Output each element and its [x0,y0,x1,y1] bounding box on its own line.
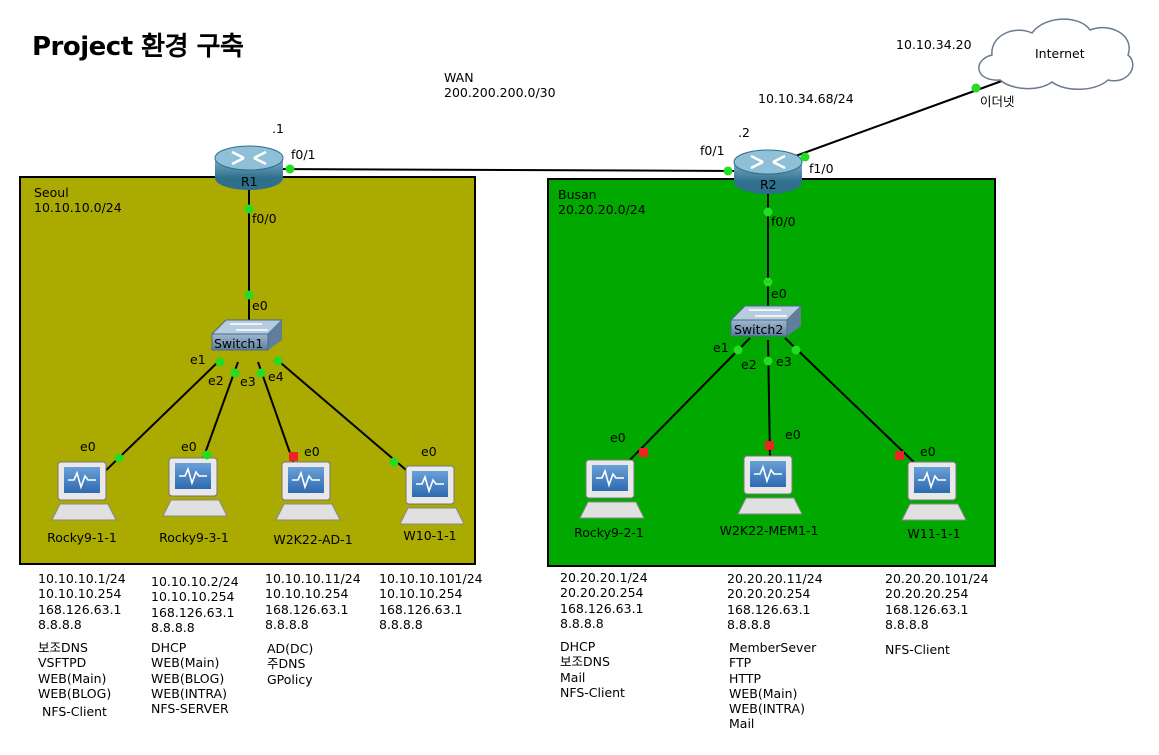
r2-lan-dot [763,207,773,217]
sw1-e4-dot [273,356,283,366]
mem-roles: MemberSever FTP HTTP WEB(Main) WEB(INTRA… [729,640,817,732]
sw2-port-e1: e1 [713,340,729,355]
rocky911-name: Rocky9-1-1 [47,530,117,545]
ad-name: W2K22-AD-1 [273,532,353,547]
sw1-e3-dot [256,368,266,378]
r1-wan-dot [285,164,295,174]
link-down-markers [289,441,904,461]
rocky921-port: e0 [610,430,626,445]
w10-e0-dot [389,457,399,467]
router-r2-icon[interactable] [733,149,803,194]
rocky911-port: e0 [80,439,96,454]
sw1-w10-link [274,357,413,476]
switch1-name[interactable]: Switch1 [214,336,264,351]
rocky921-roles: DHCP 보조DNS Mail NFS-Client [560,639,625,700]
busan-network: 20.20.20.0/24 [558,202,646,217]
rocky931-roles: DHCP WEB(Main) WEB(BLOG) WEB(INTRA) NFS-… [151,640,229,717]
sw1-uplink: e0 [252,298,268,313]
sw2-e3-dot [791,345,801,355]
r2-inet-if: f1/0 [809,161,834,176]
r2-lan-if: f0/0 [771,214,796,229]
rocky911-ip-info: 10.10.10.1/24 10.10.10.254 168.126.63.1 … [38,571,126,632]
w10-name: W10-1-1 [403,528,457,543]
internet-link-ip: 10.10.34.68/24 [758,91,854,106]
mem-ip-info: 20.20.20.11/24 20.20.20.254 168.126.63.1… [727,571,823,632]
link-up-markers [114,83,981,467]
w10-port: e0 [421,444,437,459]
sw1-port-e3: e3 [240,374,256,389]
pc-icon-rocky9-1-1[interactable] [51,461,117,521]
r2-name: R2 [760,177,777,192]
r1-name: R1 [241,174,258,189]
cloud-dot [971,83,981,93]
ad-e0-marker [289,452,298,461]
rocky911-roles: 보조DNS VSFTPD WEB(Main) WEB(BLOG) [38,640,112,701]
w11-port: e0 [920,444,936,459]
r2-host-id: .2 [738,125,750,140]
w11-e0-marker [895,451,904,460]
page-title: Project 환경 구축 [32,32,244,62]
pc-icon-w2k22-ad-1[interactable] [275,461,341,521]
r2-inet-dot [800,152,810,162]
r1-host-id: .1 [272,121,284,136]
sw2-port-e2: e2 [741,357,757,372]
pc-icon-rocky9-3-1[interactable] [162,457,228,517]
r1-wan-if: f0/1 [291,147,316,162]
rocky931-e0-dot [202,450,212,460]
sw2-e1-dot [733,345,743,355]
switch2-icon[interactable] [729,305,803,337]
ad-port: e0 [304,444,320,459]
w11-name: W11-1-1 [907,526,961,541]
pc-icon-w10-1-1[interactable] [399,465,465,525]
sw2-e2-dot [763,356,773,366]
switch1-icon[interactable] [210,319,284,351]
internet-label: Internet [1035,46,1085,61]
ad-roles: AD(DC) 주DNS GPolicy [267,641,314,687]
rocky921-name: Rocky9-2-1 [574,525,644,540]
rocky931-port: e0 [181,439,197,454]
sw1-port-e2: e2 [208,373,224,388]
sw1-port-e4: e4 [268,369,284,384]
sw2-w11-link [784,337,921,469]
rocky931-name: Rocky9-3-1 [159,530,229,545]
w10-ip-info: 10.10.10.101/24 10.10.10.254 168.126.63.… [379,571,483,632]
rocky921-ip-info: 20.20.20.1/24 20.20.20.254 168.126.63.1 … [560,570,648,631]
rocky931-ip-info: 10.10.10.2/24 10.10.10.254 168.126.63.1 … [151,574,239,635]
switch2-name[interactable]: Switch2 [734,322,784,337]
w11-roles: NFS-Client [885,642,950,657]
wan-network: 200.200.200.0/30 [444,85,556,100]
mem-e0-marker [765,441,774,450]
rocky911-e0-dot [114,453,124,463]
busan-name: Busan [558,187,597,202]
w11-ip-info: 20.20.20.101/24 20.20.20.254 168.126.63.… [885,571,989,632]
rocky911-extra: NFS-Client [42,704,107,719]
r2-wan-dot [723,166,733,176]
sw1-e1-dot [215,357,225,367]
pc-icon-w11-1-1[interactable] [901,461,967,521]
wan-label: WAN [444,70,474,85]
wan-link [269,168,741,172]
seoul-network: 10.10.10.0/24 [34,200,122,215]
sw2-uplink-dot [763,277,773,287]
sw1-e2-dot [230,368,240,378]
sw1-uplink-dot [244,290,254,300]
sw2-port-e3: e3 [776,354,792,369]
internet-ip: 10.10.34.20 [896,37,972,52]
r2-wan-if: f0/1 [700,143,725,158]
mem-name: W2K22-MEM1-1 [719,523,819,538]
internet-cloud-icon [978,18,1134,90]
pc-icon-rocky9-2-1[interactable] [579,459,645,519]
pc-icon-w2k22-mem1-1[interactable] [737,455,803,515]
r1-lan-if: f0/0 [252,211,277,226]
seoul-name: Seoul [34,185,69,200]
sw1-port-e1: e1 [190,352,206,367]
r1-lan-dot [244,204,254,214]
rocky921-e0-marker [639,448,648,457]
sw2-uplink: e0 [771,286,787,301]
router-r1-icon[interactable] [214,145,284,190]
ad-ip-info: 10.10.10.11/24 10.10.10.254 168.126.63.1… [265,571,361,632]
mem-port: e0 [785,427,801,442]
internet-iface: 이더넷 [980,94,1015,109]
